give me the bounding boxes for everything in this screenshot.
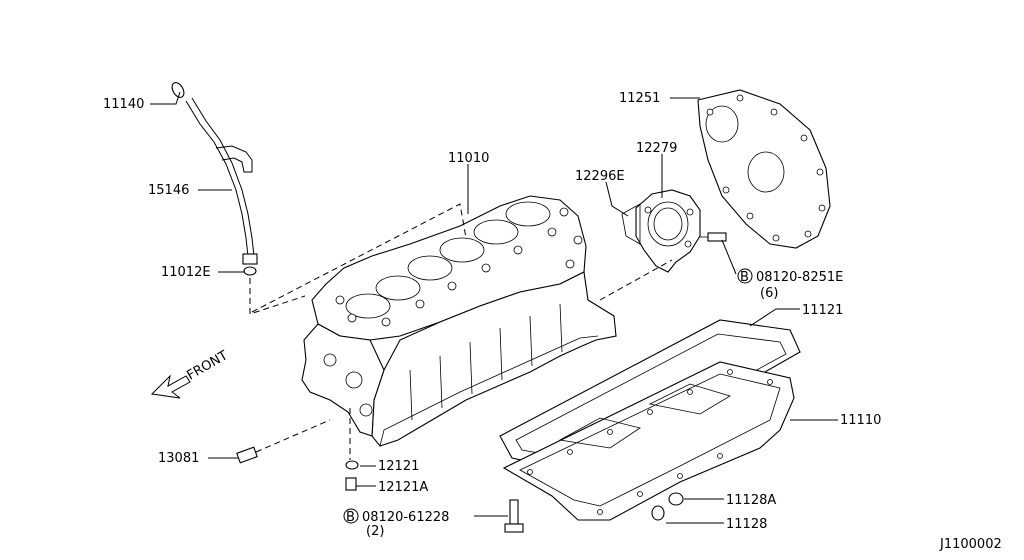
drawing-id: J1100002 bbox=[939, 537, 1002, 552]
label-12121: 12121 bbox=[378, 459, 419, 474]
bolt-symbol-2: B bbox=[346, 510, 355, 525]
label-12296E: 12296E bbox=[575, 169, 625, 184]
label-13081: 13081 bbox=[158, 451, 199, 466]
label-08120-61228: 08120-61228 bbox=[362, 510, 449, 525]
plug-13081 bbox=[236, 419, 331, 464]
bolt-symbol-1: B bbox=[740, 270, 749, 285]
front-direction-arrow: FRONT bbox=[150, 348, 231, 399]
bolt-symbol-circle-1 bbox=[737, 268, 753, 284]
jet-parts bbox=[345, 408, 359, 491]
leader-lines bbox=[150, 91, 838, 524]
dipstick-assembly bbox=[171, 82, 306, 315]
label-08120-8251E: 08120-8251E bbox=[756, 270, 843, 285]
label-11128A: 11128A bbox=[726, 493, 776, 508]
callout-labels: 11140 15146 11012E 11010 12279 12296E 11… bbox=[103, 91, 1002, 552]
label-11110: 11110 bbox=[840, 413, 881, 428]
drain-plug bbox=[651, 492, 684, 521]
front-label: FRONT bbox=[185, 348, 231, 383]
label-11140: 11140 bbox=[103, 97, 144, 112]
cylinder-block bbox=[251, 195, 617, 447]
pan-bolt bbox=[504, 499, 524, 533]
label-11251: 11251 bbox=[619, 91, 660, 106]
oil-pan bbox=[502, 361, 795, 521]
bolt-symbol-circle-2 bbox=[343, 508, 359, 524]
label-08120-8251E-qty: (6) bbox=[760, 286, 778, 301]
label-11121: 11121 bbox=[802, 303, 843, 318]
label-12279: 12279 bbox=[636, 141, 677, 156]
rear-plate bbox=[697, 89, 831, 249]
label-12121A: 12121A bbox=[378, 480, 428, 495]
label-15146: 15146 bbox=[148, 183, 189, 198]
label-11128: 11128 bbox=[726, 517, 767, 532]
label-11012E: 11012E bbox=[161, 265, 211, 280]
rear-seal-retainer bbox=[599, 189, 727, 301]
label-08120-61228-qty: (2) bbox=[366, 524, 384, 539]
label-11010: 11010 bbox=[448, 151, 489, 166]
